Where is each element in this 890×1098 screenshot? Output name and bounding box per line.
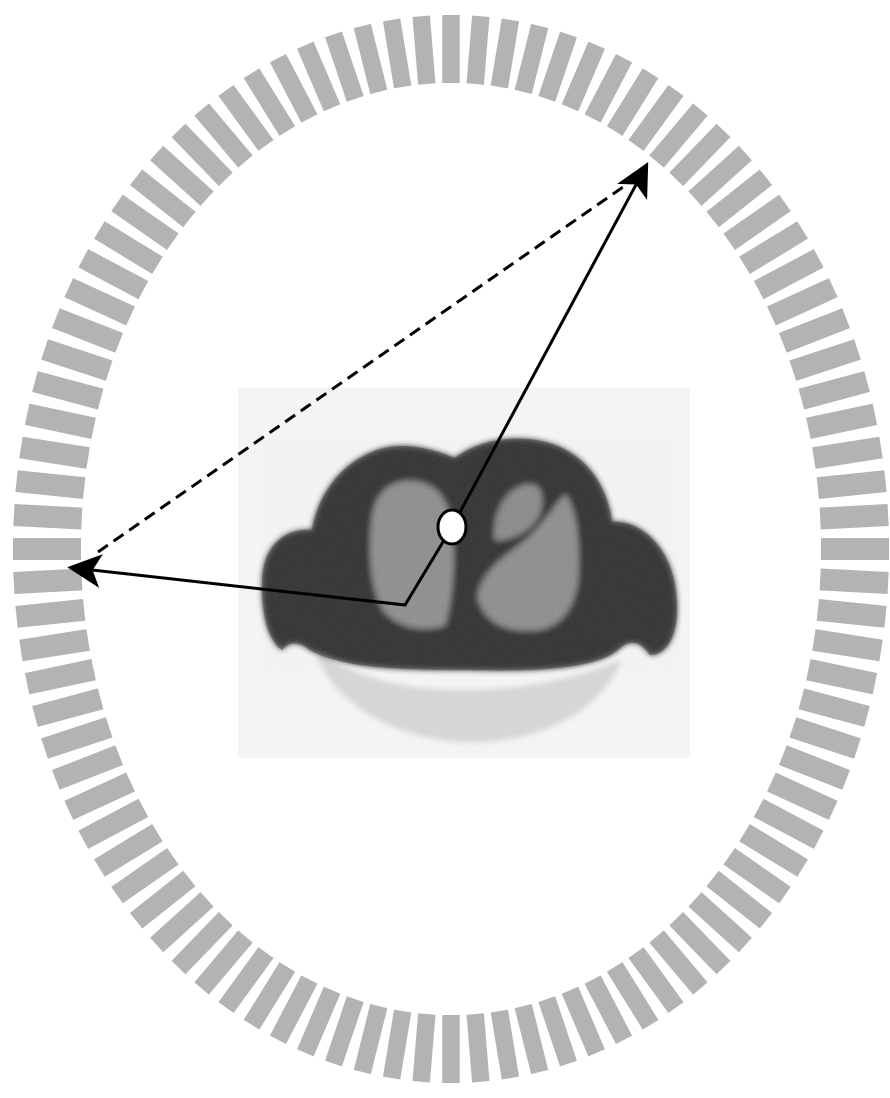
detector-element (491, 1010, 519, 1080)
detector-element (13, 538, 81, 560)
detector-element (806, 659, 877, 694)
detector-element (413, 1013, 436, 1082)
detector-element (806, 404, 877, 439)
detector-element (491, 18, 519, 88)
detector-element (15, 599, 85, 628)
detector-element (817, 599, 887, 628)
detector-element (19, 629, 90, 661)
detector-element (25, 659, 96, 694)
detector-element (820, 569, 889, 594)
detector-element (32, 688, 103, 726)
detector-element (19, 437, 90, 469)
detector-element (25, 404, 96, 439)
thorax-cross-section-image (238, 388, 690, 758)
detector-element (812, 629, 883, 661)
detector-element (812, 437, 883, 469)
detector-element (32, 371, 103, 409)
detector-element (13, 569, 82, 594)
detector-element (821, 538, 889, 560)
detector-element (799, 371, 870, 409)
detector-element (442, 15, 459, 83)
detector-element (383, 1010, 411, 1080)
detector-element (467, 16, 490, 85)
detector-element (799, 688, 870, 726)
detector-element (15, 470, 85, 499)
detector-element (13, 504, 82, 529)
detector-element (442, 1015, 459, 1083)
detector-element (820, 504, 889, 529)
detector-element (383, 18, 411, 88)
detector-element (467, 1013, 490, 1082)
detector-element (413, 16, 436, 85)
detector-element (817, 470, 887, 499)
annihilation-point (438, 510, 466, 544)
